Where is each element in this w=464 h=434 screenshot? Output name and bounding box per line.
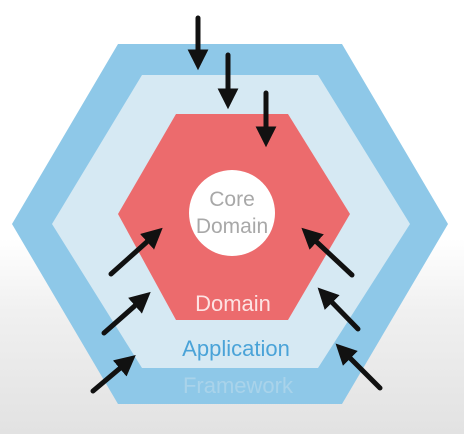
domain-label: Domain bbox=[195, 291, 271, 316]
arrow-left-1-icon bbox=[108, 227, 163, 277]
core-label-line2: Domain bbox=[196, 215, 268, 238]
application-label: Application bbox=[182, 336, 290, 361]
arrow-right-3-icon bbox=[335, 343, 383, 391]
arrows bbox=[90, 15, 383, 394]
framework-label: Framework bbox=[183, 373, 294, 398]
core-domain-circle bbox=[189, 170, 275, 256]
arrow-right-1-icon bbox=[301, 227, 355, 278]
arrow-left-2-icon bbox=[101, 291, 151, 336]
core-label-line1: Core bbox=[209, 188, 255, 211]
arrow-right-2-icon bbox=[317, 287, 361, 332]
arrow-left-3-icon bbox=[90, 354, 136, 394]
